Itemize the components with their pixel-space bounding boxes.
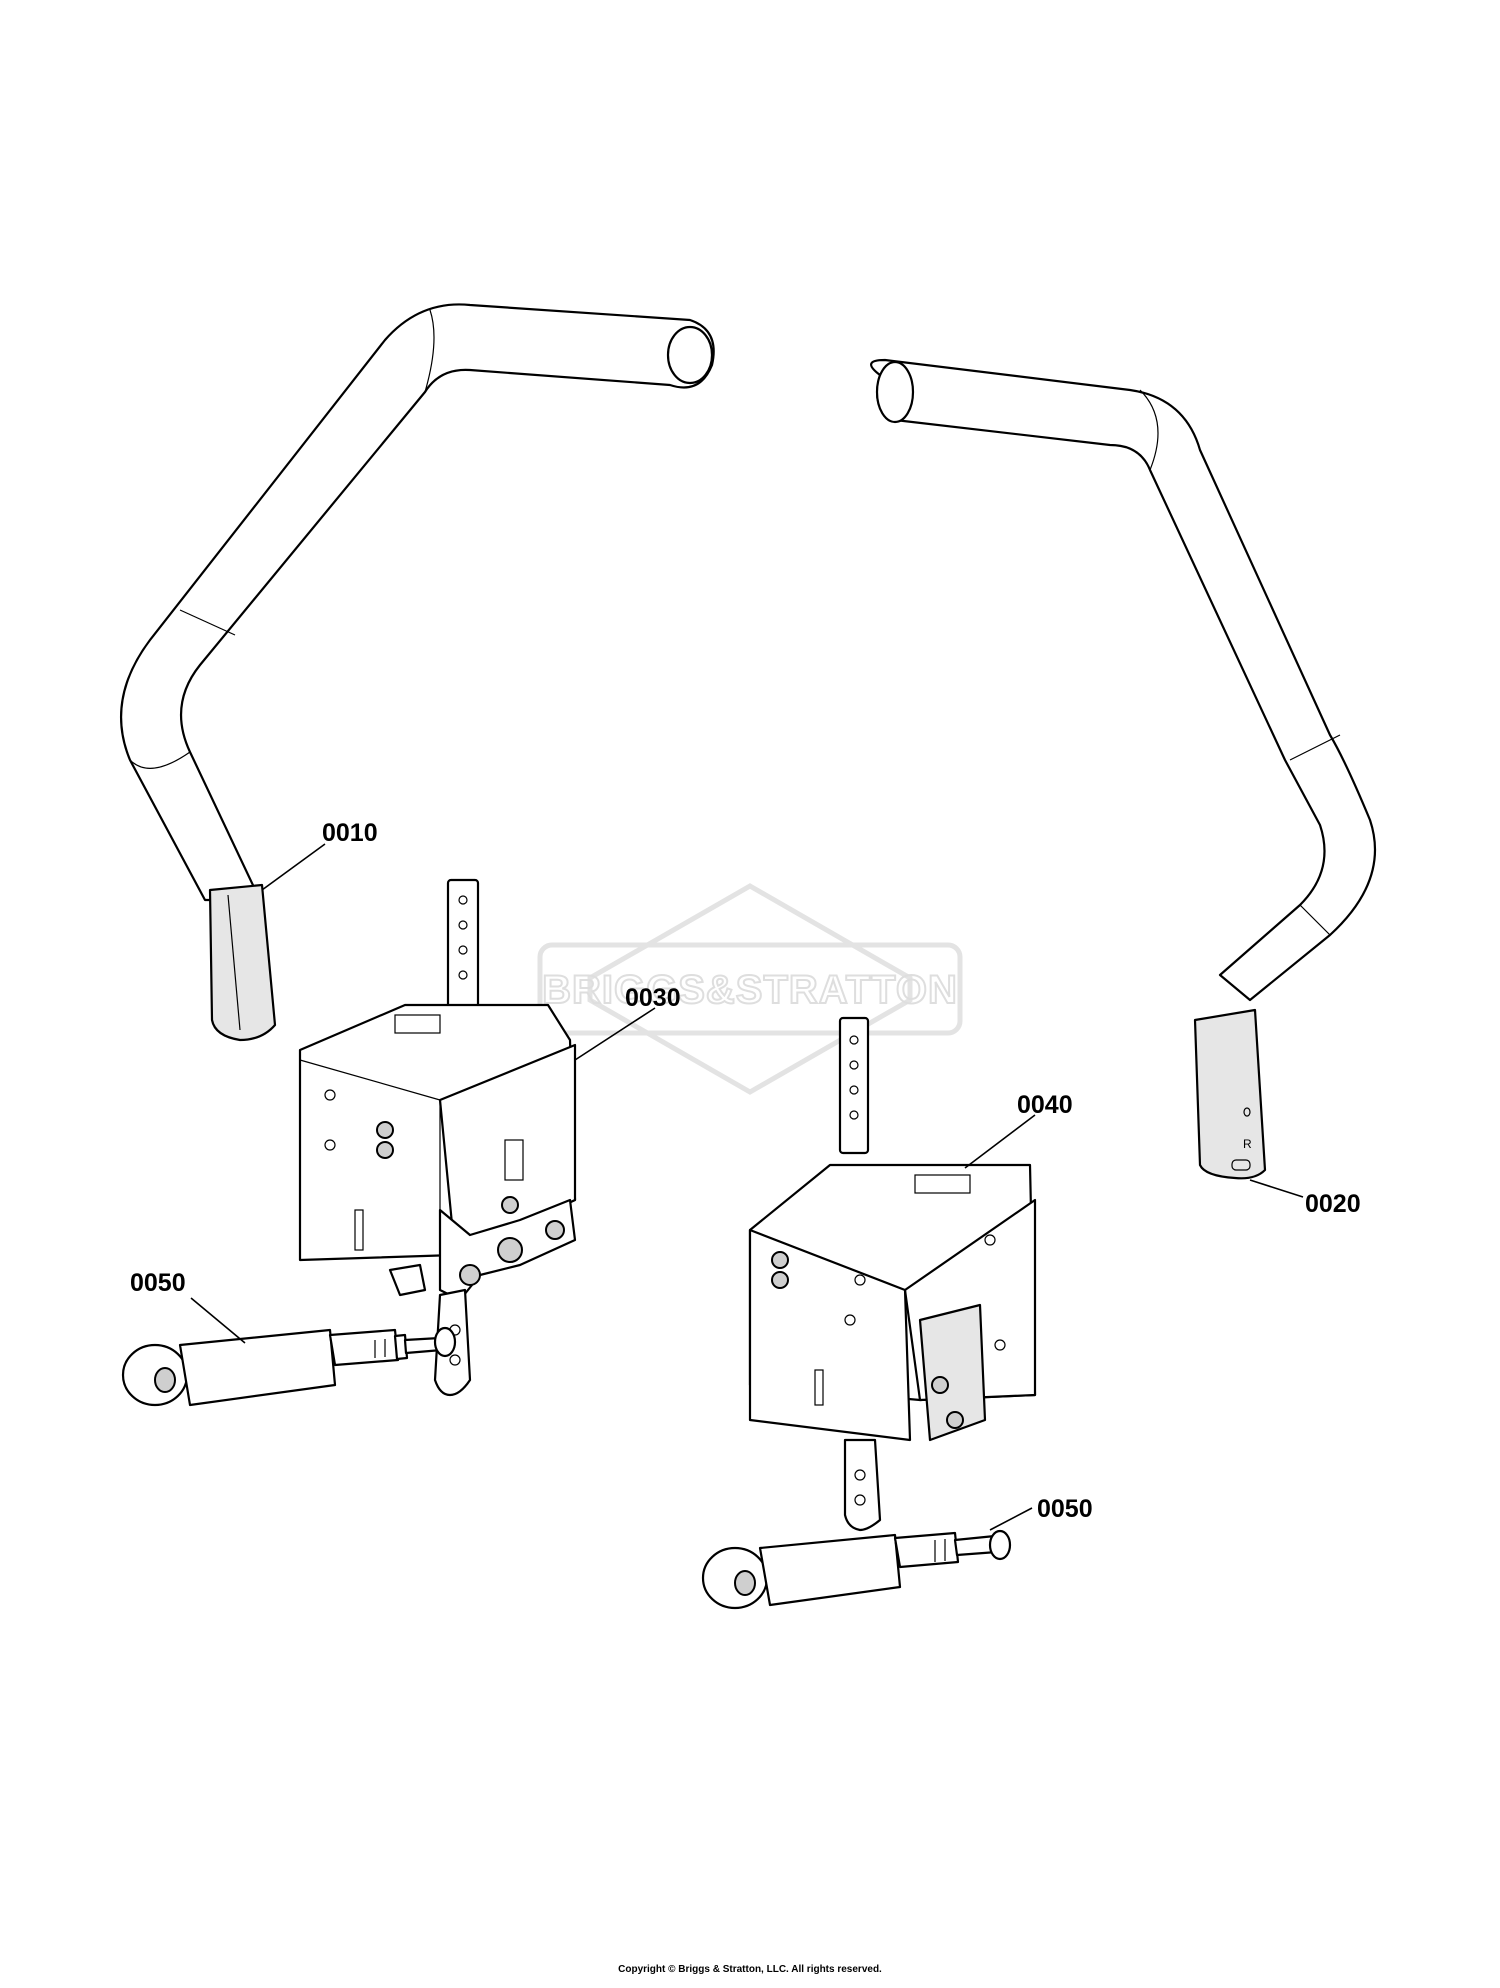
leader-lines	[190, 843, 1304, 1531]
leader-0050-right	[989, 1507, 1033, 1531]
left-damper	[121, 1326, 457, 1407]
callout-0050-right: 0050	[1037, 1495, 1093, 1523]
right-damper	[701, 1529, 1012, 1610]
callout-0040: 0040	[1017, 1091, 1073, 1119]
watermark-text: BRIGGS&STRATTON	[542, 968, 958, 1012]
briggs-stratton-watermark-logo: BRIGGS&STRATTON	[537, 883, 963, 1095]
callout-0020: 0020	[1305, 1190, 1361, 1218]
callout-0050-left: 0050	[130, 1269, 186, 1297]
copyright-footer: Copyright © Briggs & Stratton, LLC. All …	[618, 1964, 882, 1975]
leader-0040	[964, 1114, 1036, 1169]
right-handle-bar: R	[870, 358, 1377, 1180]
leader-0010	[261, 843, 326, 891]
callout-0030: 0030	[625, 984, 681, 1012]
svg-text:R: R	[1243, 1137, 1252, 1151]
callout-labels: 0010 0020 0030 0040 0050 0050	[130, 819, 1361, 1523]
callout-0010: 0010	[322, 819, 378, 847]
left-handle-bar	[120, 303, 715, 1042]
leader-0030	[574, 1007, 656, 1061]
leader-0050-left	[190, 1297, 246, 1344]
left-control-assembly	[298, 878, 577, 1397]
leader-0020	[1249, 1179, 1304, 1198]
right-control-assembly	[748, 1016, 1037, 1532]
